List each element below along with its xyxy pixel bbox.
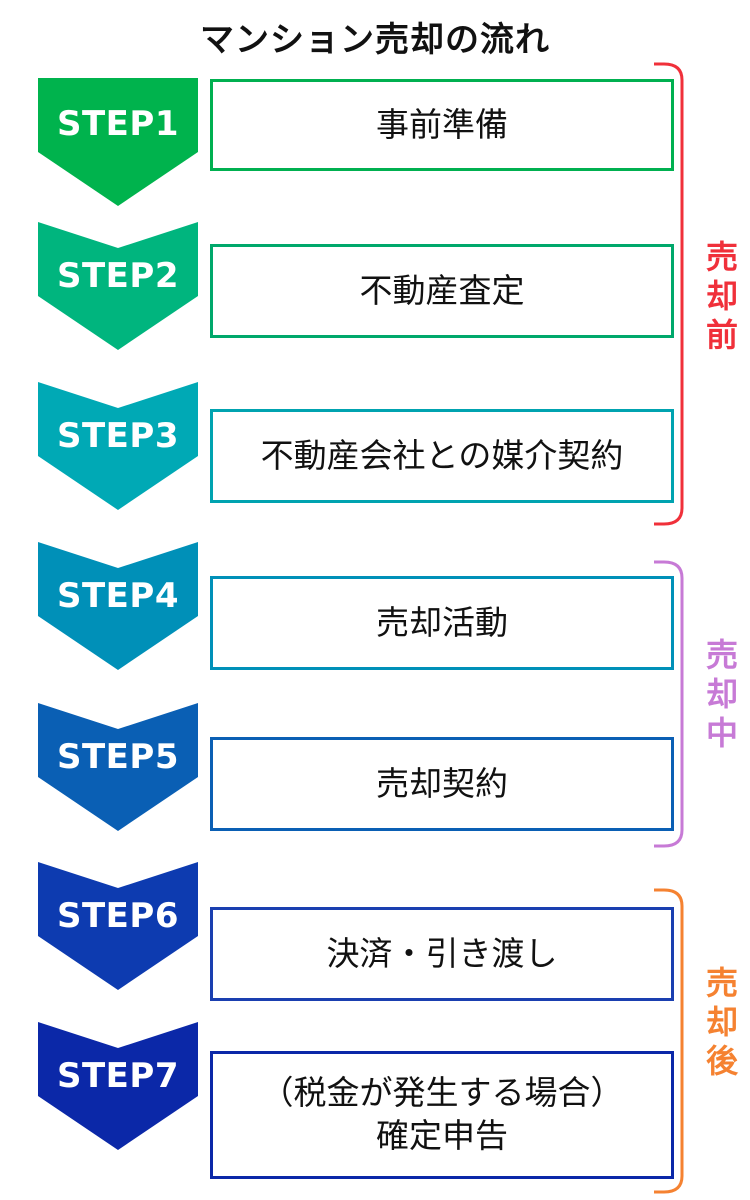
step-label: STEP2	[57, 256, 179, 296]
step-box-1: 事前準備	[210, 79, 674, 171]
step-arrow-shape-3	[38, 382, 198, 510]
step-arrow-fill	[38, 382, 198, 510]
step-arrow-shape-7	[38, 1022, 198, 1150]
phase-bracket-line	[654, 560, 684, 848]
step-label: STEP1	[57, 104, 179, 144]
phase-label-char: 前	[705, 316, 738, 355]
step-arrow-fill	[38, 542, 198, 670]
step-arrow-1: STEP1	[38, 78, 198, 206]
step-arrow-shape-4	[38, 542, 198, 670]
phase-label-char: 却	[705, 277, 738, 316]
phase-bracket-2	[654, 560, 684, 848]
step-arrow-6: STEP6	[38, 862, 198, 990]
phase-label-char: 中	[705, 714, 738, 753]
step-label: STEP6	[57, 896, 179, 936]
phase-label-char: 売	[705, 636, 738, 674]
phase-label-char: 却	[705, 675, 738, 714]
phase-label-char: 売	[705, 238, 738, 276]
diagram-title: マンション売却の流れ	[200, 20, 550, 60]
step-label: STEP4	[57, 576, 179, 616]
phase-label-2: 売却中	[697, 636, 747, 753]
step-label: STEP7	[57, 1056, 179, 1096]
step-text: 事前準備	[376, 104, 508, 144]
phase-label-char: 却	[705, 1003, 738, 1042]
step-arrow-3: STEP3	[38, 382, 198, 510]
step-arrow-fill	[38, 222, 198, 350]
step-arrow-5: STEP5	[38, 703, 198, 831]
step-text: 確定申告	[376, 1116, 508, 1155]
step-arrow-shape-2	[38, 222, 198, 350]
step-box-7: （税金が発生する場合）確定申告	[210, 1051, 674, 1179]
phase-bracket-1	[654, 62, 684, 526]
step-text: 売却活動	[376, 602, 508, 642]
step-arrow-4: STEP4	[38, 542, 198, 670]
phase-bracket-line	[654, 62, 684, 526]
step-arrow-shape-6	[38, 862, 198, 990]
step-box-2: 不動産査定	[210, 244, 674, 338]
phase-label-1: 売却前	[697, 238, 747, 355]
step-label: STEP3	[57, 416, 179, 456]
step-box-3: 不動産会社との媒介契約	[210, 409, 674, 503]
phase-label-3: 売却後	[697, 964, 747, 1081]
step-arrow-shape-5	[38, 703, 198, 831]
phase-bracket-3	[654, 888, 684, 1194]
phase-label-char: 後	[705, 1042, 738, 1081]
step-text: （税金が発生する場合）	[260, 1073, 624, 1113]
step-box-6: 決済・引き渡し	[210, 907, 674, 1001]
step-text: 不動産会社との媒介契約	[260, 435, 624, 475]
step-arrow-fill	[38, 862, 198, 990]
phase-label-char: 売	[705, 964, 738, 1002]
step-arrow-fill	[38, 1022, 198, 1150]
phase-bracket-line	[654, 888, 684, 1194]
step-arrow-fill	[38, 78, 198, 206]
step-text: 売却契約	[376, 763, 508, 803]
step-box-4: 売却活動	[210, 576, 674, 670]
step-arrow-fill	[38, 703, 198, 831]
step-text: 不動産査定	[359, 270, 525, 310]
step-arrow-2: STEP2	[38, 222, 198, 350]
step-box-5: 売却契約	[210, 737, 674, 831]
step-arrow-shape-1	[38, 78, 198, 206]
step-text: 決済・引き渡し	[326, 933, 558, 973]
step-label: STEP5	[57, 737, 179, 777]
step-arrow-7: STEP7	[38, 1022, 198, 1150]
